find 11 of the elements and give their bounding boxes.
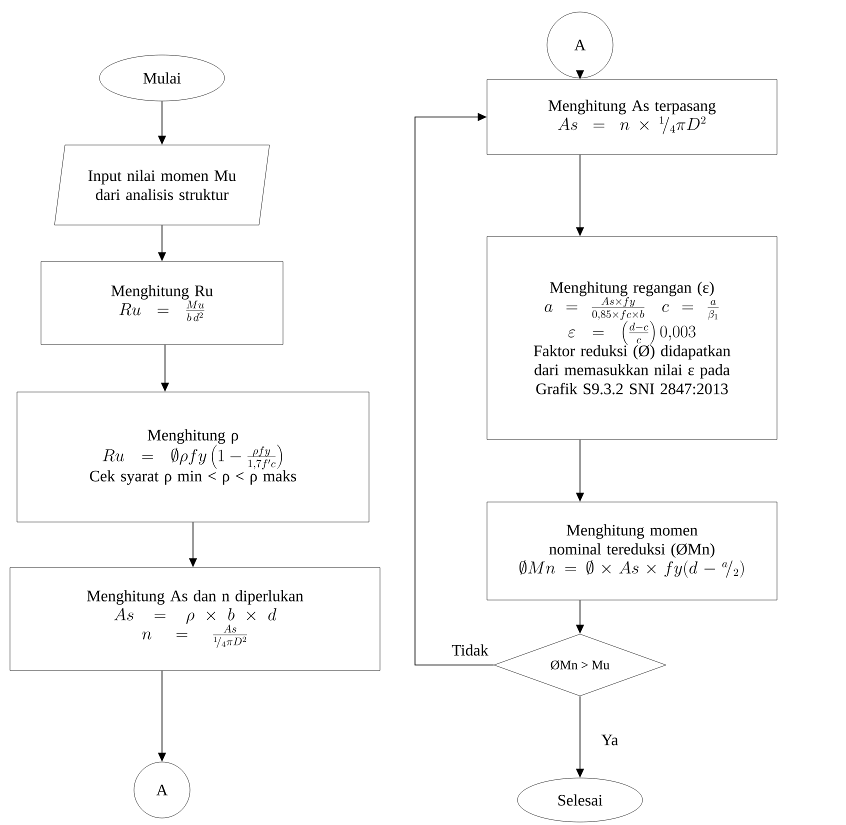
input-parallelogram: Input nilai momen Mu dari analisis struktur — [54, 144, 270, 226]
edge-label: Tidak — [450, 643, 490, 657]
end-terminal: Selesai — [517, 778, 643, 822]
process-box: Menghitung regangan (ε) $a = \frac{As\times fy}{0{,}85\times fc\times b}\quad c = \frac{a}{\beta_{1}}$ $\varepsilon = \left(\frac{d-c}{c}\right)0{,}003$ Faktor reduksi (Ø) didapatkan dari memasukkan nilai ε pada Grafik S9.3.2 SNI 2847:2013 — [486, 236, 778, 440]
start-terminal: Mulai — [99, 54, 225, 102]
edge-label: Ya — [600, 734, 620, 746]
process-box: Menghitung momen nominal tereduksi (ØMn) $\emptyset Mn = \emptyset\times As\times fy(d-{}^{a}\!/_{2})$ — [486, 502, 778, 600]
process-box: Menghitung Ru $Ru = \frac{Mu}{b\,d^{2}}$ — [40, 261, 284, 345]
process-box: Menghitung ρ $Ru = \emptyset\rho fy\left(1-\frac{\rho fy}{1{,}7f'c}\right)$ Cek syarat ρ min < ρ < ρ maks — [16, 392, 370, 522]
process-box: Menghitung As dan n diperlukan $As = \rho\times b\times d$ $n = \frac{As}{{}^{1}\!/_{4}\pi D^{2}}$ — [10, 567, 380, 671]
arrow — [414, 112, 494, 666]
